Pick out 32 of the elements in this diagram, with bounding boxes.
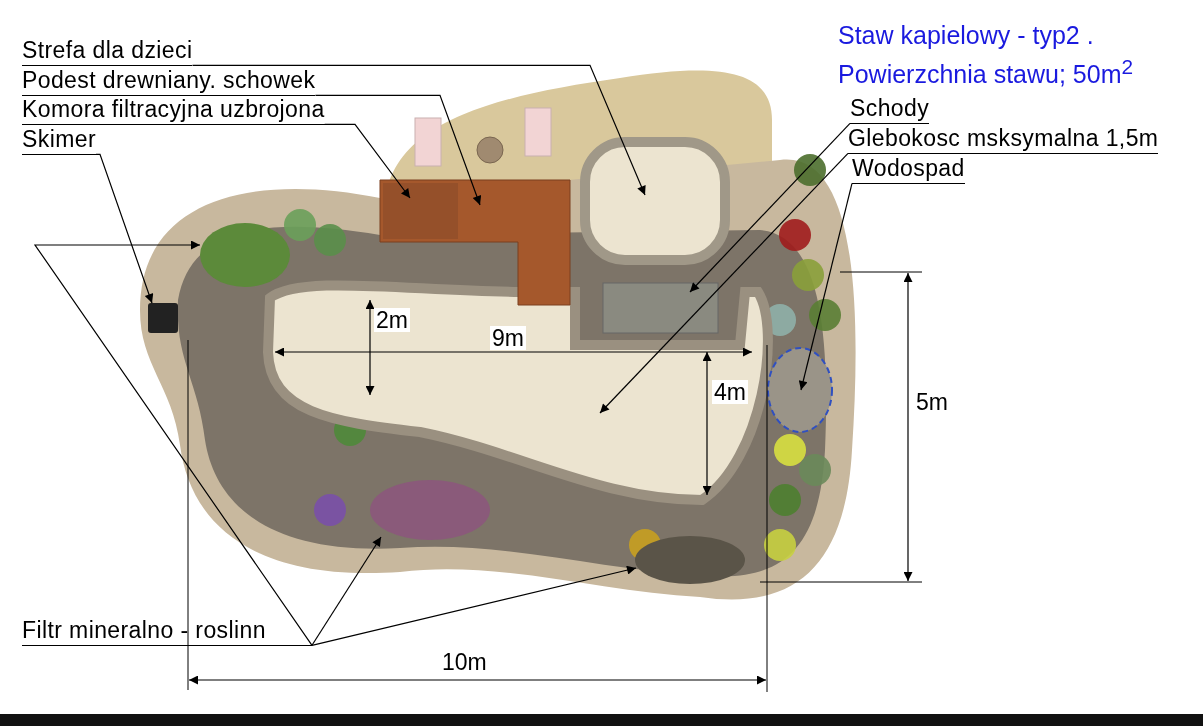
callout-label: Strefa dla dzieci xyxy=(22,38,193,66)
leader-line xyxy=(95,153,154,304)
callout-label: Glebokosc msksymalna 1,5m xyxy=(848,126,1159,154)
play-area xyxy=(580,137,730,265)
leader-line xyxy=(311,565,637,646)
steps xyxy=(602,282,719,334)
callout-label: Filtr mineralno - roslinn xyxy=(22,618,312,646)
leader-line xyxy=(324,123,411,199)
callout-label: Komora filtracyjna uzbrojona xyxy=(22,97,325,125)
wooden-deck xyxy=(379,179,571,306)
waterfall xyxy=(767,347,833,433)
filter-bed xyxy=(370,480,490,540)
title: Staw kapielowy - typ2 . Powierzchnia stawu; 50m$^{2}$ xyxy=(838,20,1135,91)
leader-line xyxy=(689,122,851,293)
leader-line xyxy=(599,152,849,414)
dimension-label: 4m xyxy=(712,380,748,404)
leader-line xyxy=(798,182,853,391)
leader-line xyxy=(191,64,646,196)
callout-label: Skimer xyxy=(22,127,96,155)
pond-water xyxy=(263,280,773,505)
leader-line xyxy=(311,536,382,646)
callout-label: Schody xyxy=(850,96,930,124)
leader-line xyxy=(314,94,482,206)
dimension-label: 2m xyxy=(374,308,410,332)
skimmer-box xyxy=(148,303,178,333)
filter-bed xyxy=(635,536,745,584)
filter-chamber xyxy=(383,183,458,239)
callout-label: Podest drewniany. schowek xyxy=(22,68,316,96)
leader-line xyxy=(33,240,313,646)
callout-label: Wodospad xyxy=(852,156,965,184)
filter-bed xyxy=(200,223,290,287)
dimension-label: 9m xyxy=(490,326,526,350)
